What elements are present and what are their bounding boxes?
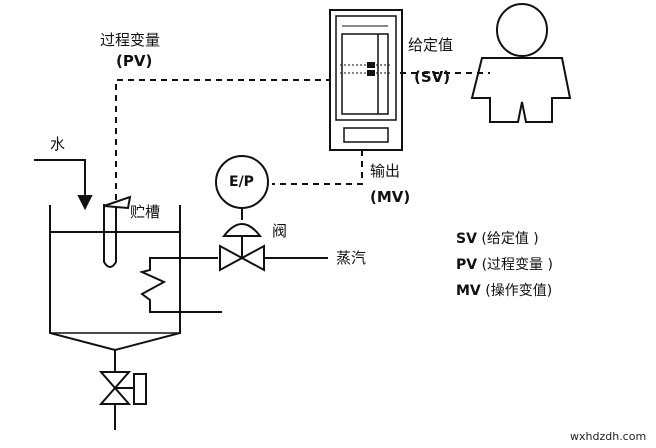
sv-label: 给定值 bbox=[408, 36, 454, 54]
ep-converter-label: E/P bbox=[229, 174, 254, 190]
legend-mv-desc: (操作变值) bbox=[485, 283, 553, 299]
legend-mv: MV (操作变值) bbox=[456, 284, 552, 298]
legend-pv: PV (过程变量 ) bbox=[456, 258, 553, 272]
water-arrow-icon bbox=[77, 195, 93, 211]
heating-coil bbox=[138, 257, 222, 313]
water-inlet-pipe bbox=[34, 159, 86, 206]
operator-person-icon bbox=[470, 3, 572, 123]
output-label: 输出 bbox=[370, 162, 401, 180]
valve-label: 阀 bbox=[272, 222, 288, 240]
legend-sv: SV (给定值 ) bbox=[456, 232, 539, 246]
pv-label: 过程变量 bbox=[100, 31, 161, 49]
drain-valve-icon bbox=[98, 350, 147, 430]
legend-sv-desc: (给定值 ) bbox=[481, 231, 539, 247]
mv-abbr-label: (MV) bbox=[370, 188, 411, 206]
legend-mv-abbr: MV bbox=[456, 283, 481, 299]
water-label: 水 bbox=[50, 135, 66, 153]
mv-signal-line bbox=[272, 150, 363, 185]
sv-abbr-label: (SV) bbox=[414, 68, 451, 86]
legend-pv-desc: (过程变量 ) bbox=[481, 257, 553, 273]
pv-abbr-label: (PV) bbox=[116, 52, 153, 70]
legend-sv-abbr: SV bbox=[456, 231, 477, 247]
pv-signal-line bbox=[115, 79, 330, 200]
legend-pv-abbr: PV bbox=[456, 257, 478, 273]
temperature-sensor bbox=[103, 195, 132, 268]
tank-label: 贮槽 bbox=[130, 203, 161, 221]
controller bbox=[329, 9, 403, 151]
control-valve-icon bbox=[215, 155, 269, 272]
watermark: wxhdzdh.com bbox=[570, 430, 647, 443]
steam-label: 蒸汽 bbox=[336, 249, 367, 267]
